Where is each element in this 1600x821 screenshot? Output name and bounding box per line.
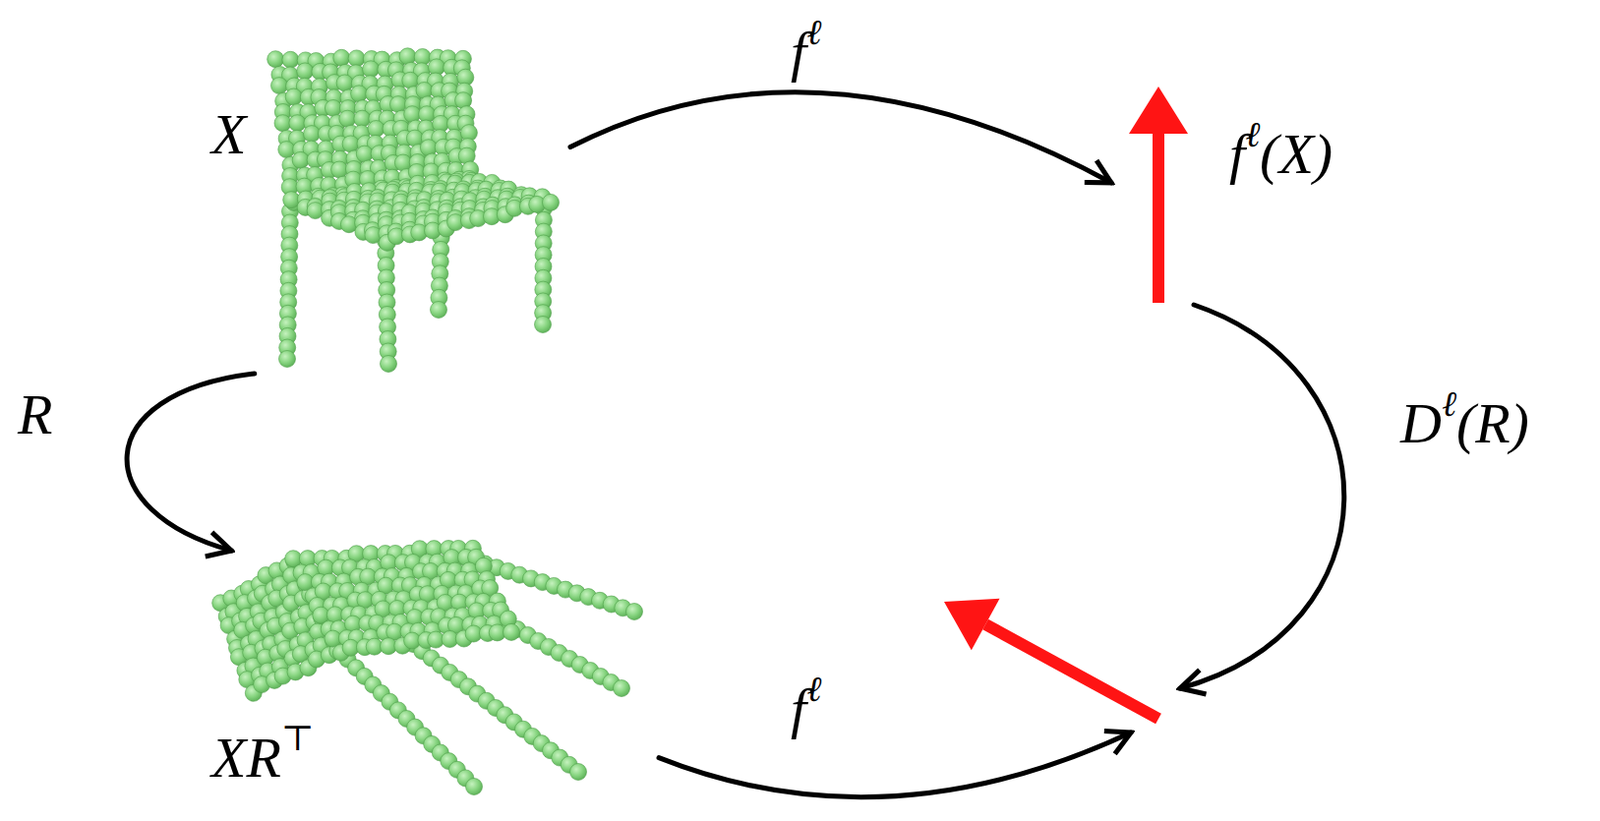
- point: [570, 764, 588, 781]
- point: [282, 51, 299, 68]
- point: [503, 623, 521, 641]
- point: [285, 88, 302, 106]
- feature-vector-node: fℓ(X): [1111, 78, 1407, 305]
- point: [390, 96, 408, 114]
- point: [324, 100, 342, 118]
- rotated-chair-point-cloud: [212, 539, 644, 795]
- point: [331, 161, 349, 178]
- vector-head: [944, 598, 1001, 652]
- vector-head: [1128, 86, 1188, 134]
- point: [466, 778, 483, 796]
- point: [351, 85, 368, 103]
- point: [367, 120, 385, 138]
- point: [626, 603, 644, 621]
- math-label: fℓ(X): [1229, 116, 1333, 186]
- point: [296, 62, 314, 80]
- point: [362, 60, 380, 78]
- point: [406, 129, 423, 147]
- map-label: fℓ: [786, 13, 826, 84]
- point: [380, 355, 398, 373]
- point: [267, 51, 285, 68]
- point: [534, 316, 552, 334]
- feature-vector-node: [934, 590, 1181, 733]
- map-label: R: [13, 383, 57, 447]
- point: [613, 680, 631, 698]
- point: [336, 74, 354, 92]
- chair-point-cloud: [267, 48, 560, 373]
- point: [354, 110, 371, 127]
- red-vector-arrow: [934, 590, 1181, 733]
- map-label: Dℓ(R): [1396, 385, 1534, 456]
- point: [355, 145, 373, 163]
- point: [399, 48, 416, 65]
- point: [274, 115, 292, 132]
- math-label: X: [211, 103, 246, 167]
- point-cloud-node: X: [211, 59, 571, 374]
- point: [271, 77, 289, 95]
- point: [292, 151, 309, 169]
- point: [342, 135, 359, 153]
- point: [339, 110, 356, 127]
- commuting-arrow: [1180, 304, 1345, 689]
- red-vector-arrow: [1111, 78, 1407, 305]
- point: [289, 115, 306, 132]
- commuting-arrow: [126, 373, 255, 551]
- point: [348, 50, 365, 67]
- vector-shaft: [1152, 133, 1165, 303]
- math-label: XR⊤: [211, 719, 315, 790]
- commuting-arrow: [570, 92, 1112, 183]
- vector-shaft: [985, 624, 1159, 719]
- point: [430, 301, 448, 319]
- commuting-arrow: [658, 732, 1131, 798]
- map-label: fℓ: [786, 670, 826, 741]
- point: [278, 141, 296, 159]
- point: [303, 125, 321, 143]
- point-cloud-node: XR⊤: [206, 550, 659, 807]
- point: [333, 49, 351, 66]
- point: [542, 193, 560, 211]
- point: [279, 351, 297, 368]
